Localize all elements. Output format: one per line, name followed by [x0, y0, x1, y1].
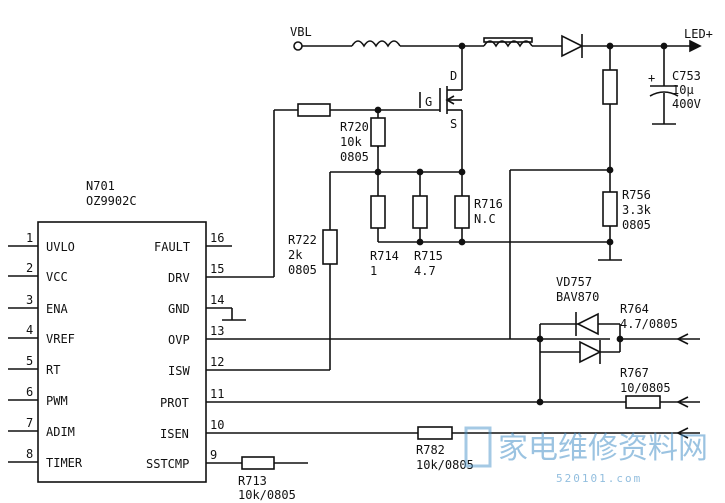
r767-label: R767 10/0805	[620, 366, 671, 395]
pin-num-6: 6	[26, 385, 33, 399]
svg-text:0805: 0805	[340, 150, 369, 164]
chip-part: OZ9902C	[86, 194, 137, 208]
r782-label: R782 10k/0805	[416, 443, 474, 472]
pin-num-10: 10	[210, 418, 224, 432]
pin-num-8: 8	[26, 447, 33, 461]
net-led-plus: LED+	[684, 27, 713, 41]
svg-text:R756: R756	[622, 188, 651, 202]
svg-text:R716: R716	[474, 197, 503, 211]
r714-label: R714 1	[370, 249, 399, 278]
svg-text:10/0805: 10/0805	[620, 381, 671, 395]
svg-text:10k: 10k	[340, 135, 362, 149]
pin-name-isen: ISEN	[160, 427, 189, 441]
svg-text:R714: R714	[370, 249, 399, 263]
c753-label: C753 10μ 400V +	[648, 69, 701, 111]
svg-text:4.7: 4.7	[414, 264, 436, 278]
mosfet-gate-label: G	[425, 95, 432, 109]
svg-text:400V: 400V	[672, 97, 701, 111]
pin-name-fault: FAULT	[154, 240, 190, 254]
svg-text:4.7/0805: 4.7/0805	[620, 317, 678, 331]
pin-name-pwm: PWM	[46, 394, 68, 408]
svg-text:0805: 0805	[622, 218, 651, 232]
pin-name-uvlo: UVLO	[46, 240, 75, 254]
svg-text:R720: R720	[340, 120, 369, 134]
mosfet-drain-label: D	[450, 69, 457, 83]
svg-text:10k/0805: 10k/0805	[238, 488, 296, 502]
svg-text:BAV870: BAV870	[556, 290, 599, 304]
pin-num-2: 2	[26, 261, 33, 275]
svg-text:R722: R722	[288, 233, 317, 247]
pin-name-vref: VREF	[46, 332, 75, 346]
pin-name-rt: RT	[46, 363, 60, 377]
svg-text:VD757: VD757	[556, 275, 592, 289]
pin-num-12: 12	[210, 355, 224, 369]
svg-text:R764: R764	[620, 302, 649, 316]
watermark-url: 520101.com	[556, 472, 642, 485]
svg-text:3.3k: 3.3k	[622, 203, 652, 217]
pin-num-5: 5	[26, 354, 33, 368]
watermark-logo: 家电维修资料网 520101.com	[464, 426, 708, 485]
pin-name-prot: PROT	[160, 396, 189, 410]
pin-num-7: 7	[26, 416, 33, 430]
mosfet-source-label: S	[450, 117, 457, 131]
svg-text:1: 1	[370, 264, 377, 278]
wires	[8, 34, 702, 483]
pin-name-adim: ADIM	[46, 425, 75, 439]
pin-num-1: 1	[26, 231, 33, 245]
svg-text:0805: 0805	[288, 263, 317, 277]
pin-labels-right: 16 FAULT 15 DRV 14 GND 13 OVP 12 ISW 11 …	[146, 231, 224, 471]
r756-label: R756 3.3k 0805	[622, 188, 652, 232]
pin-num-11: 11	[210, 387, 224, 401]
pin-name-sstcmp: SSTCMP	[146, 457, 189, 471]
pin-labels-left: 1 UVLO 2 VCC 3 ENA 4 VREF 5 RT 6 PWM 7 A…	[26, 231, 83, 470]
pin-num-13: 13	[210, 324, 224, 338]
vd757-label: VD757 BAV870	[556, 275, 599, 304]
chip-ref: N701	[86, 179, 115, 193]
r713-label: R713 10k/0805	[238, 474, 296, 502]
r722-label: R722 2k 0805	[288, 233, 317, 277]
pin-name-vcc: VCC	[46, 270, 68, 284]
pin-name-isw: ISW	[168, 364, 190, 378]
r764-label: R764 4.7/0805	[620, 302, 678, 331]
svg-text:C753: C753	[672, 69, 701, 83]
pin-num-16: 16	[210, 231, 224, 245]
svg-text:R713: R713	[238, 474, 267, 488]
svg-text:N.C: N.C	[474, 212, 496, 226]
svg-text:R782: R782	[416, 443, 445, 457]
r716-label: R716 N.C	[474, 197, 503, 226]
pin-name-gnd: GND	[168, 302, 190, 316]
pin-num-3: 3	[26, 293, 33, 307]
net-vbl: VBL	[290, 25, 312, 39]
svg-text:R767: R767	[620, 366, 649, 380]
ic-body	[37, 221, 207, 483]
r720-label: R720 10k 0805	[340, 120, 369, 164]
svg-text:10k/0805: 10k/0805	[416, 458, 474, 472]
svg-text:R715: R715	[414, 249, 443, 263]
pin-num-4: 4	[26, 323, 33, 337]
pin-name-ena: ENA	[46, 302, 68, 316]
pin-name-drv: DRV	[168, 271, 190, 285]
pin-name-ovp: OVP	[168, 333, 190, 347]
pin-num-9: 9	[210, 448, 217, 462]
svg-text:2k: 2k	[288, 248, 303, 262]
pin-num-14: 14	[210, 293, 224, 307]
pin-name-timer: TIMER	[46, 456, 83, 470]
r715-label: R715 4.7	[414, 249, 443, 278]
svg-text:+: +	[648, 71, 655, 85]
svg-text:10μ: 10μ	[672, 83, 694, 97]
watermark-text: 家电维修资料网	[498, 431, 708, 466]
pin-num-15: 15	[210, 262, 224, 276]
